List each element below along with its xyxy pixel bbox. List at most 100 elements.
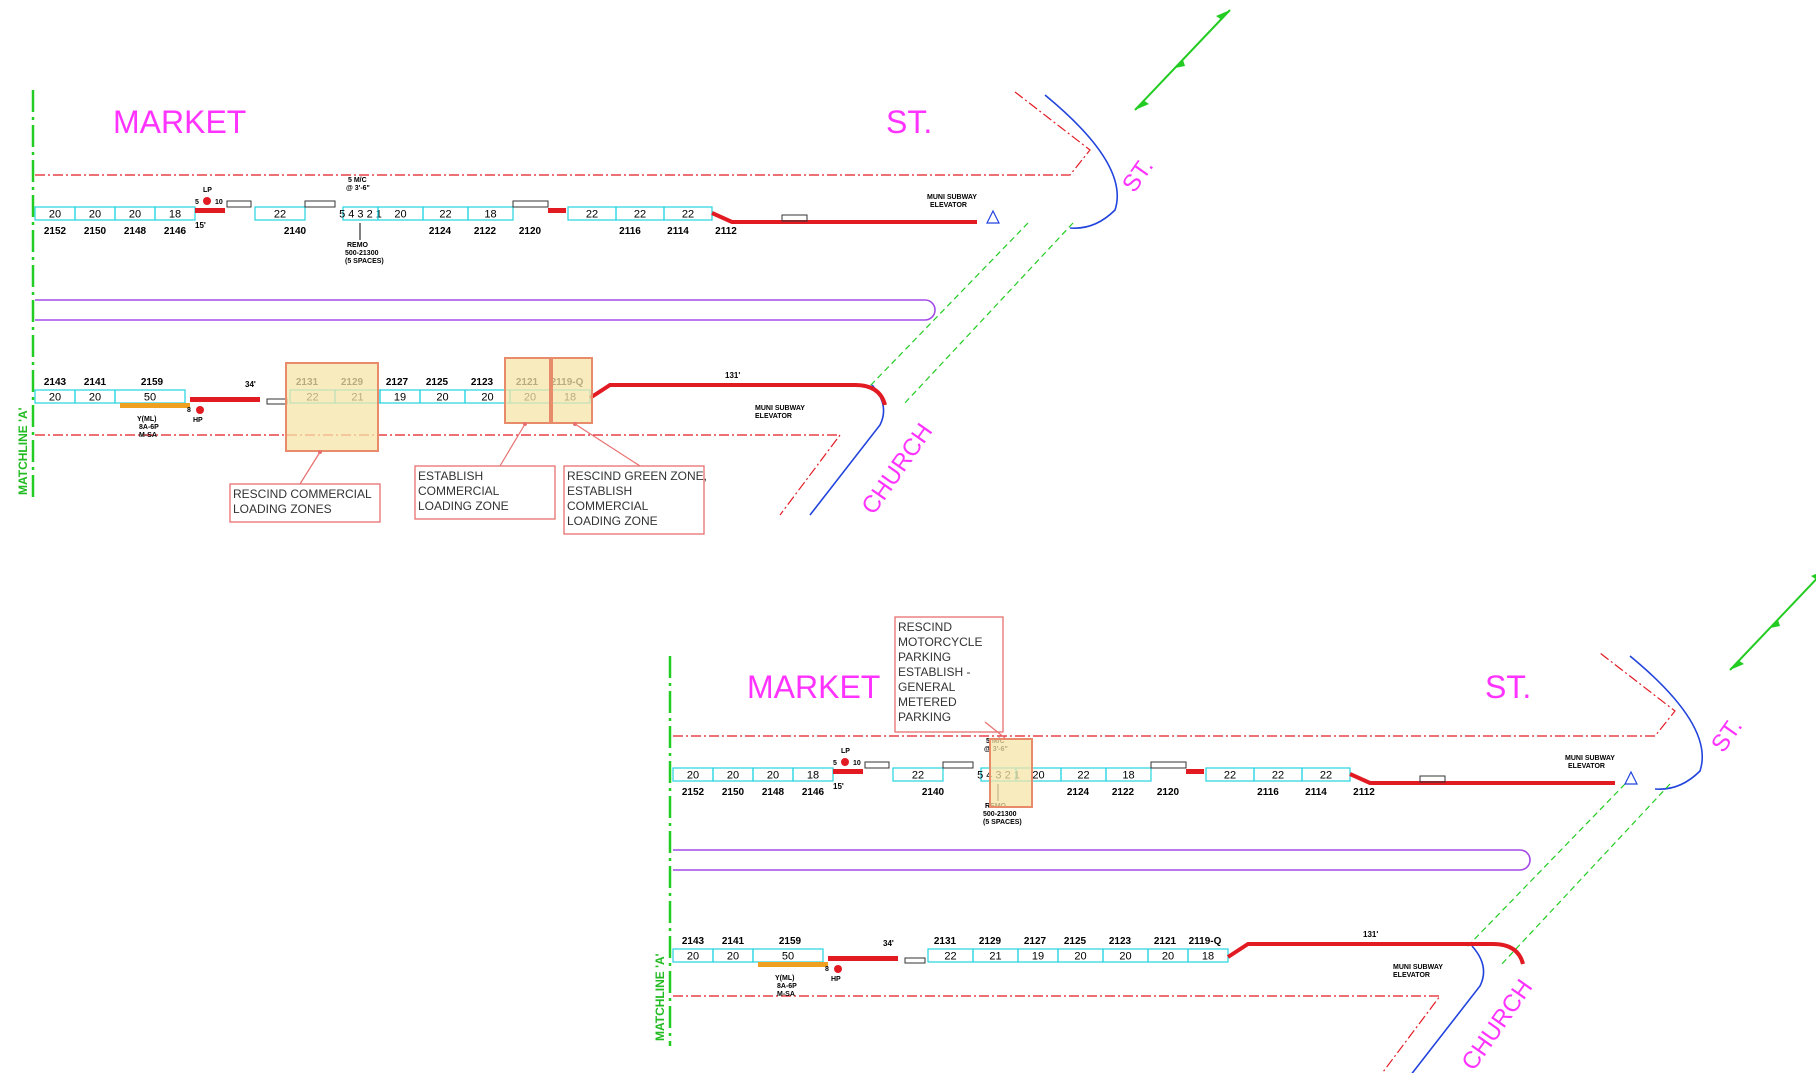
north-space-box (892, 767, 944, 782)
highlight-motorcycle (989, 738, 1033, 808)
elevator-icon (986, 209, 1000, 224)
north-long-red-zone (711, 211, 977, 224)
moto-label-top: 5 M/C (348, 177, 367, 184)
callout-rescind-motorcycle-line: METERED (898, 695, 957, 709)
north-hydrant (864, 761, 890, 769)
south-address: 2123 (471, 377, 494, 388)
north-arrow-line (1729, 578, 1816, 671)
north-space-label: 20 (727, 770, 739, 782)
north-space-label: 20 (767, 770, 779, 782)
elevator-label: MUNI SUBWAY (927, 194, 977, 201)
south-yellow-zone (758, 962, 828, 967)
north-property-line (35, 91, 1091, 176)
south-red-zone (828, 956, 898, 961)
south-space-label: 20 (481, 392, 493, 404)
callout-rescind-green-line: LOADING ZONE (567, 514, 658, 528)
south-hydrant (266, 398, 288, 405)
callout-rescind-commercial-leader-tip (318, 450, 322, 454)
south-property-line (673, 995, 1442, 1073)
north-arrow-head (1811, 573, 1816, 580)
moto-stalls-label: 5 4 3 2 1 (339, 209, 382, 221)
south-red-zone (190, 397, 260, 402)
north-address: 2114 (667, 226, 689, 237)
crosswalk-line-1 (867, 222, 1029, 389)
north-space-box (1105, 767, 1152, 782)
callout-rescind-motorcycle-line: ESTABLISH - (898, 665, 970, 679)
highlight-establish-loading (504, 357, 551, 424)
crosswalk-line-2 (902, 222, 1074, 406)
north-address: 2116 (619, 226, 641, 237)
south-address: 2127 (386, 377, 409, 388)
north-property-line (673, 652, 1676, 737)
callout-rescind-green-leader (574, 423, 641, 467)
hp-label: HP (831, 976, 841, 983)
north-address: 2116 (1257, 787, 1279, 798)
north-long-red-zone (1349, 772, 1615, 785)
callout-rescind-commercial-box (229, 483, 381, 523)
callout-rescind-green-line: COMMERCIAL (567, 499, 649, 513)
north-bus-stop (304, 200, 336, 208)
st-label: ST. (1485, 669, 1531, 705)
moto-label-top-2: @ 3'-6" (346, 185, 370, 192)
north-arrow-tail (1730, 660, 1744, 670)
north-address: 2150 (84, 226, 107, 237)
elevator-label-2: ELEVATOR (930, 202, 967, 209)
south-address: 2119-Q (1189, 936, 1222, 947)
hp-value: 8 (187, 407, 191, 414)
elevator-icon (1624, 770, 1638, 785)
church-street-label: CHURCH (856, 419, 938, 520)
north-space-label: 18 (1122, 770, 1134, 782)
north-address: 2140 (922, 787, 945, 798)
north-space-label: 22 (586, 209, 598, 221)
north-space-label: 22 (1224, 770, 1236, 782)
hp-marker (834, 965, 842, 973)
south-space-label: 20 (1074, 951, 1086, 963)
south-space-label: 22 (944, 951, 956, 963)
south-address: 2159 (779, 936, 802, 947)
north-bus-stop-2 (1150, 761, 1187, 769)
north-arrow-mark (1175, 60, 1185, 68)
south-space-label: 20 (727, 951, 739, 963)
south-address: 2125 (426, 377, 449, 388)
north-space-label: 20 (394, 209, 406, 221)
elevator-label-2: ELEVATOR (1568, 763, 1605, 770)
lp-label: LP (841, 748, 850, 755)
lp-value-1: 5 (833, 760, 837, 767)
north-address: 2122 (474, 226, 497, 237)
callout-establish-commercial-line: COMMERCIAL (418, 484, 500, 498)
dim-label: 15' (833, 782, 844, 791)
north-space-label: 22 (439, 209, 451, 221)
south-address: 2127 (1024, 936, 1047, 947)
south-address: 2123 (1109, 936, 1132, 947)
yml-label-3: M-SA (777, 991, 795, 998)
callout-establish-commercial-line: ESTABLISH (418, 469, 483, 483)
lp-value-1: 5 (195, 199, 199, 206)
north-red-zone-2 (1186, 769, 1204, 774)
south-address: 2129 (979, 936, 1002, 947)
north-space-box (154, 206, 196, 221)
south-address: 2159 (141, 377, 164, 388)
callout-rescind-motorcycle-leader (984, 721, 1006, 739)
north-address: 2120 (519, 226, 542, 237)
lp-value-2: 10 (853, 760, 861, 767)
north-arrow-tail (1135, 100, 1149, 110)
south-space-label: 19 (394, 392, 406, 404)
highlight-rescind-green (551, 357, 593, 424)
north-curb-corner (1044, 94, 1119, 229)
moto-label-bottom-3: (5 SPACES) (983, 819, 1022, 826)
north-address: 2146 (802, 787, 825, 798)
north-address: 2152 (682, 787, 705, 798)
south-address: 2121 (1154, 936, 1177, 947)
north-space-label: 20 (687, 770, 699, 782)
south-space-label: 50 (144, 392, 156, 404)
south-address: 2131 (934, 936, 957, 947)
crosswalk-line-1 (1464, 783, 1626, 950)
yml-label: Y(ML) (775, 975, 794, 982)
south-elevator-label-2: ELEVATOR (755, 413, 792, 420)
south-address: 2141 (84, 377, 107, 388)
yml-label-2: 8A-6P (777, 983, 797, 990)
south-address: 2141 (722, 936, 745, 947)
north-address: 2112 (1353, 787, 1375, 798)
